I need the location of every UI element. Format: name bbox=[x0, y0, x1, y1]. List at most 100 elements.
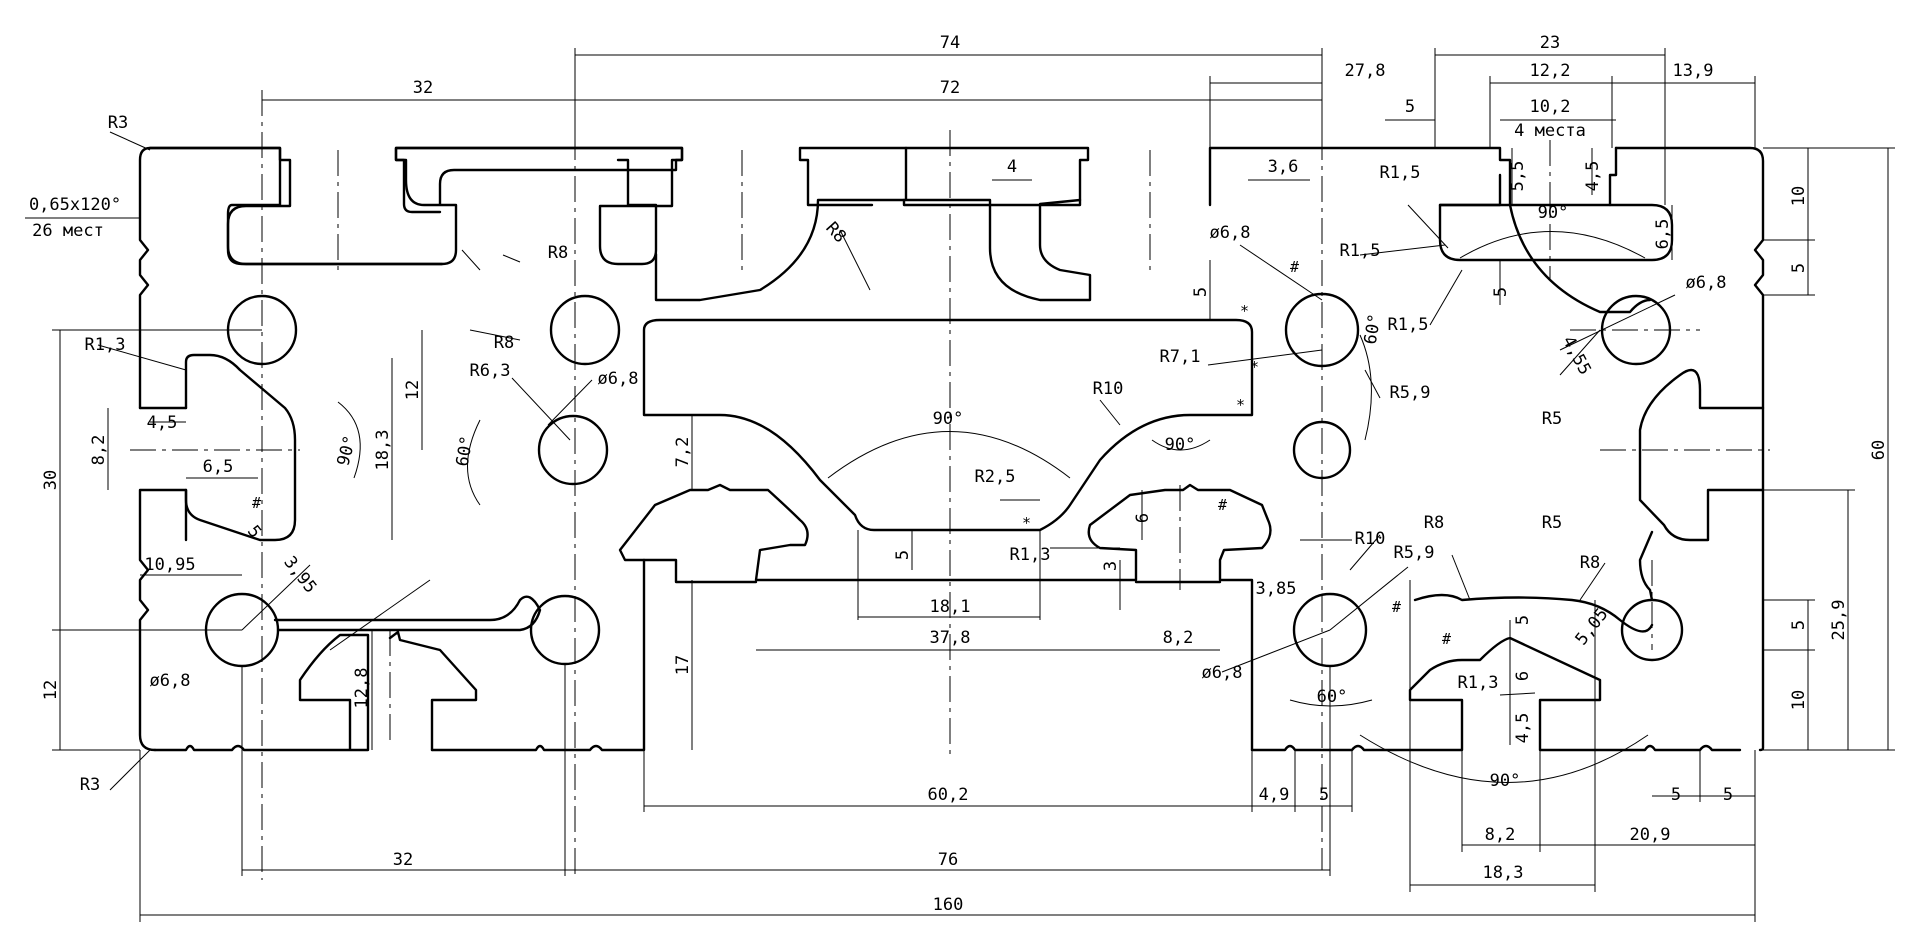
radius-labels: R3 R3 R1,3 R8 R8 R8 R6,3 R10 R2,5 R1,3 R… bbox=[80, 113, 1600, 795]
angle-90-left: 90° bbox=[334, 433, 361, 468]
dimension-labels: 74 72 32 23 27,8 12,2 13,9 5 10,2 4 мест… bbox=[29, 33, 1889, 915]
angle-90-small: 90° bbox=[1165, 435, 1196, 455]
radius-r8-d: R8 bbox=[1424, 513, 1444, 533]
dim-4-5-left: 4,5 bbox=[147, 413, 178, 433]
dim-4-5-top: 4,5 bbox=[1583, 161, 1603, 192]
dim-5-bot: 5 bbox=[1319, 785, 1329, 805]
surface-marks: # # # # # * * * * bbox=[252, 258, 1451, 648]
radius-r1-5-c: R1,5 bbox=[1388, 315, 1429, 335]
dim-10-95: 10,95 bbox=[144, 555, 195, 575]
radius-r5-b: R5 bbox=[1542, 513, 1562, 533]
dim-74: 74 bbox=[940, 33, 960, 53]
angle-arcs bbox=[97, 131, 1676, 791]
dim-17: 17 bbox=[673, 655, 693, 675]
hole-top-mid bbox=[549, 294, 621, 366]
dim-4-5-cav2: 4,5 bbox=[1513, 713, 1533, 744]
right-holes-region bbox=[1250, 636, 1742, 752]
dim-32-top: 32 bbox=[413, 78, 433, 98]
dim-37-8: 37,8 bbox=[930, 628, 971, 648]
dim-160: 160 bbox=[933, 895, 964, 915]
radius-r8-a: R8 bbox=[548, 243, 568, 263]
radius-r1-3-right: R1,3 bbox=[1458, 673, 1499, 693]
radius-r1-3-left: R1,3 bbox=[85, 335, 126, 355]
mark-1: # bbox=[252, 494, 261, 512]
dim-5-5: 5,5 bbox=[1508, 161, 1528, 192]
dim-25-9: 25,9 bbox=[1829, 600, 1849, 641]
dim-3-center: 3 bbox=[1101, 561, 1121, 571]
radius-r6-3: R6,3 bbox=[470, 361, 511, 381]
bottom-edge bbox=[430, 483, 1272, 752]
dim-72: 72 bbox=[940, 78, 960, 98]
hole-label-4: ø6,8 bbox=[1686, 273, 1727, 293]
dim-5-br1: 5 bbox=[1671, 785, 1681, 805]
hole-label-5: ø6,8 bbox=[1202, 663, 1243, 683]
dim-4: 4 bbox=[1007, 157, 1017, 177]
radius-r7-1: R7,1 bbox=[1160, 347, 1201, 367]
dim-10-r2: 10 bbox=[1789, 690, 1809, 710]
dim-8-2-mid: 8,2 bbox=[1163, 628, 1194, 648]
dim-23: 23 bbox=[1540, 33, 1560, 53]
dim-12-mid: 12 bbox=[403, 380, 423, 400]
dim-18-3-bot: 18,3 bbox=[1483, 863, 1524, 883]
radius-r5-9-b: R5,9 bbox=[1394, 543, 1435, 563]
mark-6: * bbox=[1022, 514, 1031, 532]
note-line1: 0,65x120° bbox=[29, 195, 121, 215]
dim-20-9: 20,9 bbox=[1630, 825, 1671, 845]
hole-bottom-mid bbox=[529, 594, 601, 666]
dim-10-2: 10,2 bbox=[1530, 97, 1571, 117]
hole-label-2: ø6,8 bbox=[150, 671, 191, 691]
radius-r8-b: R8 bbox=[494, 333, 514, 353]
angle-90-topright: 90° bbox=[1538, 203, 1569, 223]
dim-18-1: 18,1 bbox=[930, 597, 971, 617]
dim-5-slot: 5 bbox=[1491, 287, 1511, 297]
dim-7-2: 7,2 bbox=[673, 437, 693, 468]
centerlines bbox=[130, 50, 1770, 880]
dim-5-top: 5 bbox=[1405, 97, 1415, 117]
mark-2: # bbox=[1218, 496, 1227, 514]
right-top-nut bbox=[1438, 146, 1652, 314]
angle-60-right: 60° bbox=[1361, 312, 1386, 346]
left-bottom-slot bbox=[153, 630, 478, 752]
angle-60-bot: 60° bbox=[1317, 687, 1348, 707]
dim-5-right: 5 bbox=[1789, 263, 1809, 273]
radius-r8-c: R8 bbox=[821, 218, 850, 247]
left-slot-top bbox=[184, 353, 297, 542]
dim-12-8: 12,8 bbox=[352, 668, 372, 709]
dim-18-3-left: 18,3 bbox=[373, 430, 393, 471]
mark-3: # bbox=[1290, 258, 1299, 276]
right-bottom-cavity bbox=[1413, 593, 1654, 633]
left-wall bbox=[138, 406, 188, 752]
dim-76: 76 bbox=[938, 850, 958, 870]
angle-labels: 90° 60° 90° 90° 60° 90° 60° 90° bbox=[334, 203, 1569, 791]
radius-r2-5: R2,5 bbox=[975, 467, 1016, 487]
dim-60-2: 60,2 bbox=[928, 785, 969, 805]
radius-r10-a: R10 bbox=[1093, 379, 1124, 399]
mark-8: * bbox=[1250, 358, 1259, 376]
dim-5-cav: 5 bbox=[1191, 287, 1211, 297]
dim-4-9: 4,9 bbox=[1259, 785, 1290, 805]
right-slot bbox=[1638, 368, 1765, 602]
dim-3-6: 3,6 bbox=[1268, 157, 1299, 177]
hole-label-3: ø6,8 bbox=[1210, 223, 1251, 243]
mark-9: * bbox=[1236, 396, 1245, 414]
mark-5: # bbox=[1442, 630, 1451, 648]
dim-12-2: 12,2 bbox=[1530, 61, 1571, 81]
dim-5-center: 5 bbox=[893, 550, 913, 560]
dim-8-2-bot: 8,2 bbox=[1485, 825, 1516, 845]
dim-3-85: 3,85 bbox=[1256, 579, 1297, 599]
dim-5-r2: 5 bbox=[1789, 620, 1809, 630]
hole-label-1: ø6,8 bbox=[598, 369, 639, 389]
mark-4: # bbox=[1392, 598, 1401, 616]
radius-r1-3-mid: R1,3 bbox=[1010, 545, 1051, 565]
left-bottom-channel bbox=[273, 595, 542, 632]
dim-8-2-left: 8,2 bbox=[89, 435, 109, 466]
places-label: 4 места bbox=[1514, 121, 1586, 141]
dim-5-br2: 5 bbox=[1723, 785, 1733, 805]
dim-6-center: 6 bbox=[1133, 513, 1153, 523]
dimension-lines bbox=[25, 48, 1895, 922]
dim-3-95: 3,95 bbox=[279, 553, 320, 598]
dim-10-right: 10 bbox=[1789, 186, 1809, 206]
dim-6-5-left: 6,5 bbox=[203, 457, 234, 477]
dim-5-cav2: 5 bbox=[1513, 615, 1533, 625]
